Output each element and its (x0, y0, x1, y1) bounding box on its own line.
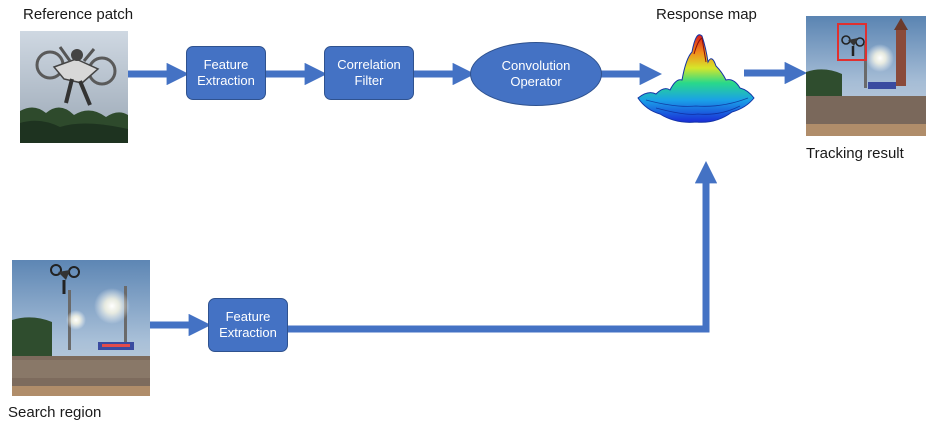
node-line: Extraction (219, 325, 277, 340)
tracking-box (837, 23, 867, 61)
node-line: Extraction (197, 73, 255, 88)
convolution-operator-node: Convolution Operator (470, 42, 602, 106)
correlation-filter-node: Correlation Filter (324, 46, 414, 100)
node-line: Feature (225, 309, 271, 324)
node-line: Feature (203, 57, 249, 72)
node-line: Filter (354, 73, 384, 88)
search-region-label: Search region (8, 404, 102, 421)
feature-extraction-node-bottom: Feature Extraction (208, 298, 288, 352)
reference-patch-label: Reference patch (23, 6, 134, 23)
response-map-image (636, 28, 756, 126)
tracking-result-label: Tracking result (806, 145, 904, 162)
feature-extraction-node-top: Feature Extraction (186, 46, 266, 100)
search-region-image (12, 260, 150, 396)
arrow-feature-to-response (286, 161, 718, 333)
response-map-label: Response map (656, 6, 757, 23)
node-line: Correlation (337, 57, 401, 72)
node-line: Operator (510, 74, 562, 89)
node-line: Convolution (501, 58, 571, 73)
reference-patch-image (20, 31, 128, 143)
tracking-result-image (806, 16, 926, 136)
